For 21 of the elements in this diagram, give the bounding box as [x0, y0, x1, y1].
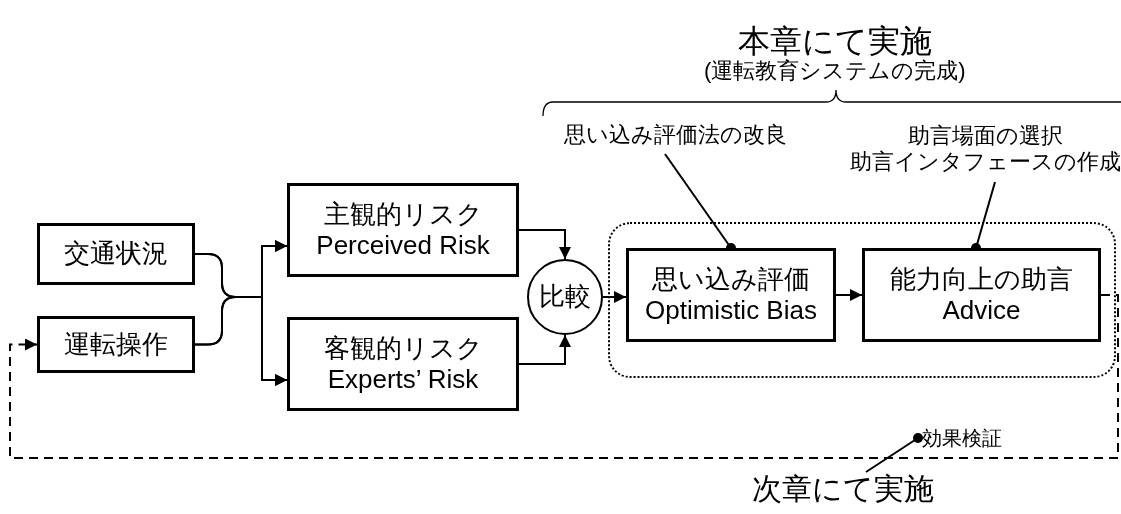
annotation-text: 助言場面の選択 助言インタフェースの作成	[850, 116, 1120, 182]
arrow	[518, 229, 571, 260]
process-box: 思い込み評価 Optimistic Bias	[626, 248, 836, 342]
leader-line	[865, 433, 923, 473]
chapter-heading: 本章にて実施	[738, 22, 932, 59]
annotation-text: 次章にて実施	[745, 468, 940, 510]
arrow	[194, 296, 288, 386]
process-box: 主観的リスク Perceived Risk	[287, 183, 519, 277]
feedback-arrow	[9, 294, 1119, 459]
arrow	[518, 334, 571, 365]
arrow	[835, 289, 863, 301]
process-box: 交通状況	[37, 223, 195, 285]
process-box: 客観的リスク Experts’ Risk	[287, 317, 519, 411]
annotation-text: 効果検証	[920, 424, 1004, 452]
arrow	[602, 291, 627, 303]
annotation-text: 思い込み評価法の改良	[540, 116, 810, 154]
compare-circle: 比較	[527, 259, 603, 335]
dotted-group-frame	[608, 222, 1116, 378]
process-box: 能力向上の助言 Advice	[862, 248, 1101, 342]
chapter-subheading: (運転教育システムの完成)	[704, 57, 966, 85]
process-box: 運転操作	[37, 316, 195, 373]
